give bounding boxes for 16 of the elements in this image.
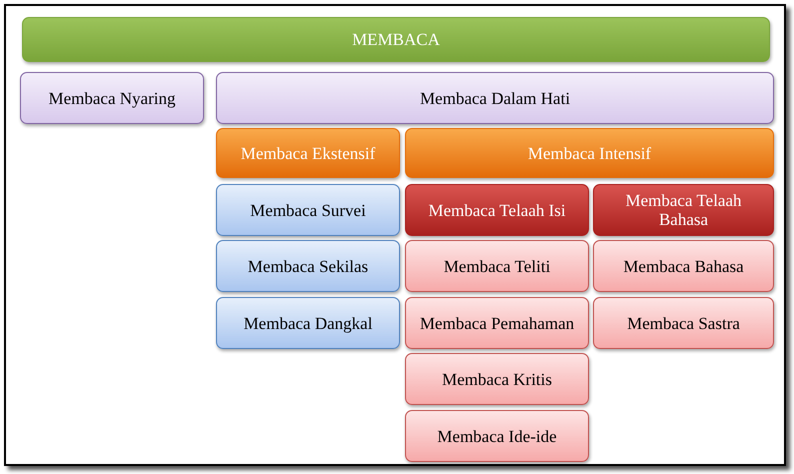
header-bar: MEMBACA (22, 17, 770, 62)
item-box: Membaca Sekilas (216, 240, 400, 292)
category-box: Membaca Telaah Isi (405, 184, 589, 236)
item-box: Membaca Ide-ide (405, 410, 589, 462)
item-box: Membaca Kritis (405, 353, 589, 405)
item-box: Membaca Bahasa (593, 240, 774, 292)
item-box: Membaca Sastra (593, 297, 774, 349)
item-box: Membaca Dangkal (216, 297, 400, 349)
category-box: Membaca Dalam Hati (216, 72, 774, 124)
category-box: Membaca Intensif (405, 128, 774, 178)
item-box: Membaca Survei (216, 184, 400, 236)
item-box: Membaca Teliti (405, 240, 589, 292)
category-box: Membaca Nyaring (20, 72, 204, 124)
item-box: Membaca Pemahaman (405, 297, 589, 349)
category-box: Membaca Telaah Bahasa (593, 184, 774, 236)
category-box: Membaca Ekstensif (216, 128, 400, 178)
